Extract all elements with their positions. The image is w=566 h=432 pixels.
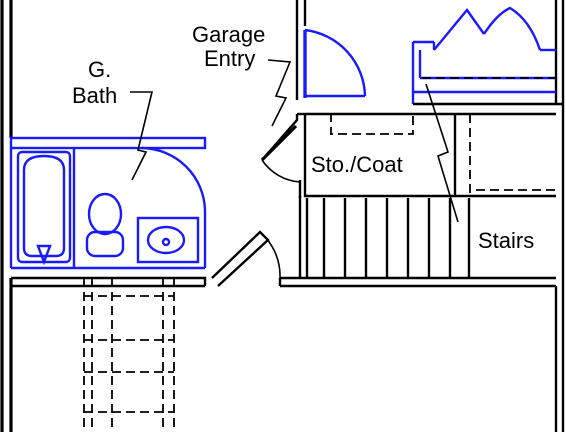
vanity xyxy=(136,216,200,264)
stairs: Stairs xyxy=(298,196,534,278)
door-swing-arc xyxy=(304,28,367,97)
bath-label: G. Bath xyxy=(72,57,154,181)
storage-closet: Sto./Coat xyxy=(260,83,556,223)
dashed-beam xyxy=(83,278,175,432)
garage-entry-label-line2: Entry xyxy=(204,46,255,71)
bath-label-line2: Bath xyxy=(72,83,117,108)
bath-door-arc xyxy=(141,146,207,211)
stairs-leader xyxy=(425,83,459,223)
stairs-label: Stairs xyxy=(478,228,534,253)
toilet-bowl xyxy=(87,192,123,236)
bath-leader xyxy=(130,91,154,181)
sink xyxy=(146,225,186,255)
hall-door xyxy=(211,230,270,287)
garage-entry-label: Garage Entry xyxy=(192,22,292,127)
upper-cabinets xyxy=(411,6,563,106)
garage-entry-leader xyxy=(267,59,292,127)
tub-drain xyxy=(36,244,52,266)
toilet-tank xyxy=(85,230,125,258)
guest-bath xyxy=(9,136,207,270)
lower-room-walls xyxy=(9,230,558,432)
storage-label: Sto./Coat xyxy=(311,152,403,177)
closet-door-arc xyxy=(261,159,301,183)
garage-entry-door xyxy=(295,0,367,100)
bath-label-line1: G. xyxy=(88,57,111,82)
garage-entry-label-line1: Garage xyxy=(192,22,265,47)
